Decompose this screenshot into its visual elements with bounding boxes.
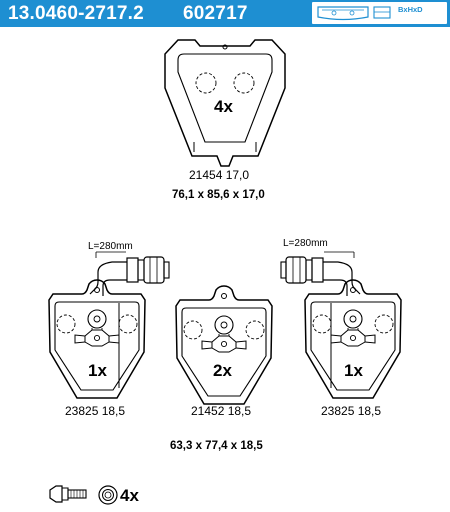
left-wear-sensor bbox=[89, 251, 170, 296]
right-pad-part-label: 23825 18,5 bbox=[321, 404, 382, 418]
header-bar: 13.0460-2717.2 602717 BxHxD bbox=[0, 0, 450, 27]
bolt-icon bbox=[49, 485, 87, 503]
middle-pad-quantity: 2x bbox=[213, 361, 232, 380]
right-brake-pad bbox=[304, 279, 402, 399]
top-brake-pad bbox=[164, 39, 286, 167]
middle-pad-part-label: 21452 18,5 bbox=[191, 404, 252, 418]
top-pad-part-label: 21454 17,0 bbox=[189, 168, 250, 182]
middle-brake-pad bbox=[175, 285, 273, 405]
article-number: 602717 bbox=[183, 3, 248, 24]
left-brake-pad bbox=[48, 279, 146, 399]
right-pad-quantity: 1x bbox=[344, 361, 363, 380]
middle-dimensions: 63,3 x 77,4 x 18,5 bbox=[170, 440, 263, 452]
right-wear-sensor bbox=[280, 251, 361, 296]
brake-pad-dimension-icon: BxHxD bbox=[312, 2, 447, 24]
top-pad-dimensions: 76,1 x 85,6 x 17,0 bbox=[172, 189, 265, 201]
part-number: 13.0460-2717.2 bbox=[8, 3, 144, 24]
accessories-quantity: 4x bbox=[120, 486, 139, 505]
left-pad-part-label: 23825 18,5 bbox=[65, 404, 126, 418]
washer-icon bbox=[98, 485, 118, 505]
left-cable-label: L=280mm bbox=[88, 241, 133, 252]
dimension-icon-label: BxHxD bbox=[398, 5, 423, 14]
left-pad-quantity: 1x bbox=[88, 361, 107, 380]
top-pad-quantity: 4x bbox=[214, 97, 233, 116]
right-cable-label: L=280mm bbox=[283, 238, 328, 249]
